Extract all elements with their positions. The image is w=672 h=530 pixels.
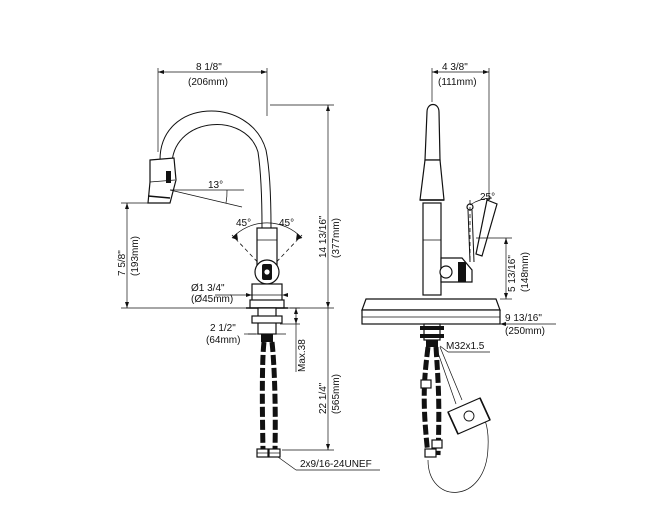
shank-length-mm-label: (64mm) (206, 335, 240, 346)
deck-plate-mm-label: (250mm) (505, 326, 545, 337)
depth-dimension: 4 3/8" (111mm) (431, 62, 490, 200)
spout-clearance-dimension: 7 5/8" (193mm) (117, 202, 246, 309)
shank-length-in-label: 2 1/2" (210, 323, 236, 334)
deck-plate-in-label: 9 13/16" (505, 313, 542, 324)
spray-angle-label: 13° (208, 180, 223, 191)
supply-hoses (256, 341, 281, 458)
hose-length-dimension: 22 1/4" (565mm) (282, 308, 342, 451)
spout-clearance-in-label: 7 5/8" (117, 250, 128, 276)
spout-reach-in-label: 8 1/8" (196, 62, 222, 73)
spray-angle-indicator: 13° (169, 180, 244, 208)
handle-height-mm-label: (148mm) (520, 252, 531, 292)
handle-angle-left-label: 45° (236, 218, 251, 229)
deck-plate-dimension: 9 13/16" (250mm) (500, 313, 556, 337)
side-spout (419, 103, 445, 201)
base-diameter-dimension: Ø1 3/4" (Ø45mm) (191, 283, 288, 305)
hose-thread-callout: 2x9/16-24UNEF (277, 456, 380, 471)
spout-reach-dimension: 8 1/8" (206mm) (157, 62, 268, 152)
total-height-mm-label: (377mm) (331, 218, 342, 258)
handle-tilt-indicator: 25° (469, 192, 498, 260)
base-diameter-mm-label: (Ø45mm) (191, 294, 233, 305)
front-view: 8 1/8" (206mm) 13° (117, 62, 380, 471)
total-height-in-label: 14 13/16" (318, 215, 329, 258)
side-shank (420, 323, 444, 347)
base-diameter-in-label: Ø1 3/4" (191, 283, 225, 294)
handle-height-in-label: 5 13/16" (507, 255, 518, 292)
thread-size-label: M32x1.5 (446, 341, 485, 352)
handle-angle-right-label: 45° (279, 218, 294, 229)
max-deck-label: Max.38 (297, 339, 308, 372)
hose-weight (447, 397, 491, 435)
deck-plate (361, 298, 501, 325)
thread-callout: M32x1.5 (439, 341, 490, 353)
spout-clearance-mm-label: (193mm) (130, 236, 141, 276)
side-column (422, 202, 442, 296)
handle-height-dimension: 5 13/16" (148mm) (476, 237, 531, 300)
handle-tilt-label: 25° (480, 192, 495, 203)
side-hoses (420, 346, 489, 493)
handle-hub (254, 259, 280, 285)
max-deck-dimension: Max.38 (280, 307, 308, 372)
hose-length-in-label: 22 1/4" (318, 382, 329, 414)
gooseneck-spout (159, 110, 272, 229)
spray-head (147, 157, 177, 204)
total-height-dimension: 14 13/16" (377mm) (270, 104, 342, 309)
hose-length-mm-label: (565mm) (331, 374, 342, 414)
depth-mm-label: (111mm) (438, 77, 477, 88)
hose-thread-label: 2x9/16-24UNEF (300, 459, 372, 470)
shank-assembly (248, 307, 286, 342)
shank-length-dimension: 2 1/2" (64mm) (206, 323, 256, 346)
side-view: 4 3/8" (111mm) 25° (361, 62, 556, 493)
side-handle (439, 203, 475, 283)
spout-reach-mm-label: (206mm) (188, 77, 228, 88)
base-escutcheon (246, 283, 288, 309)
depth-in-label: 4 3/8" (442, 62, 468, 73)
